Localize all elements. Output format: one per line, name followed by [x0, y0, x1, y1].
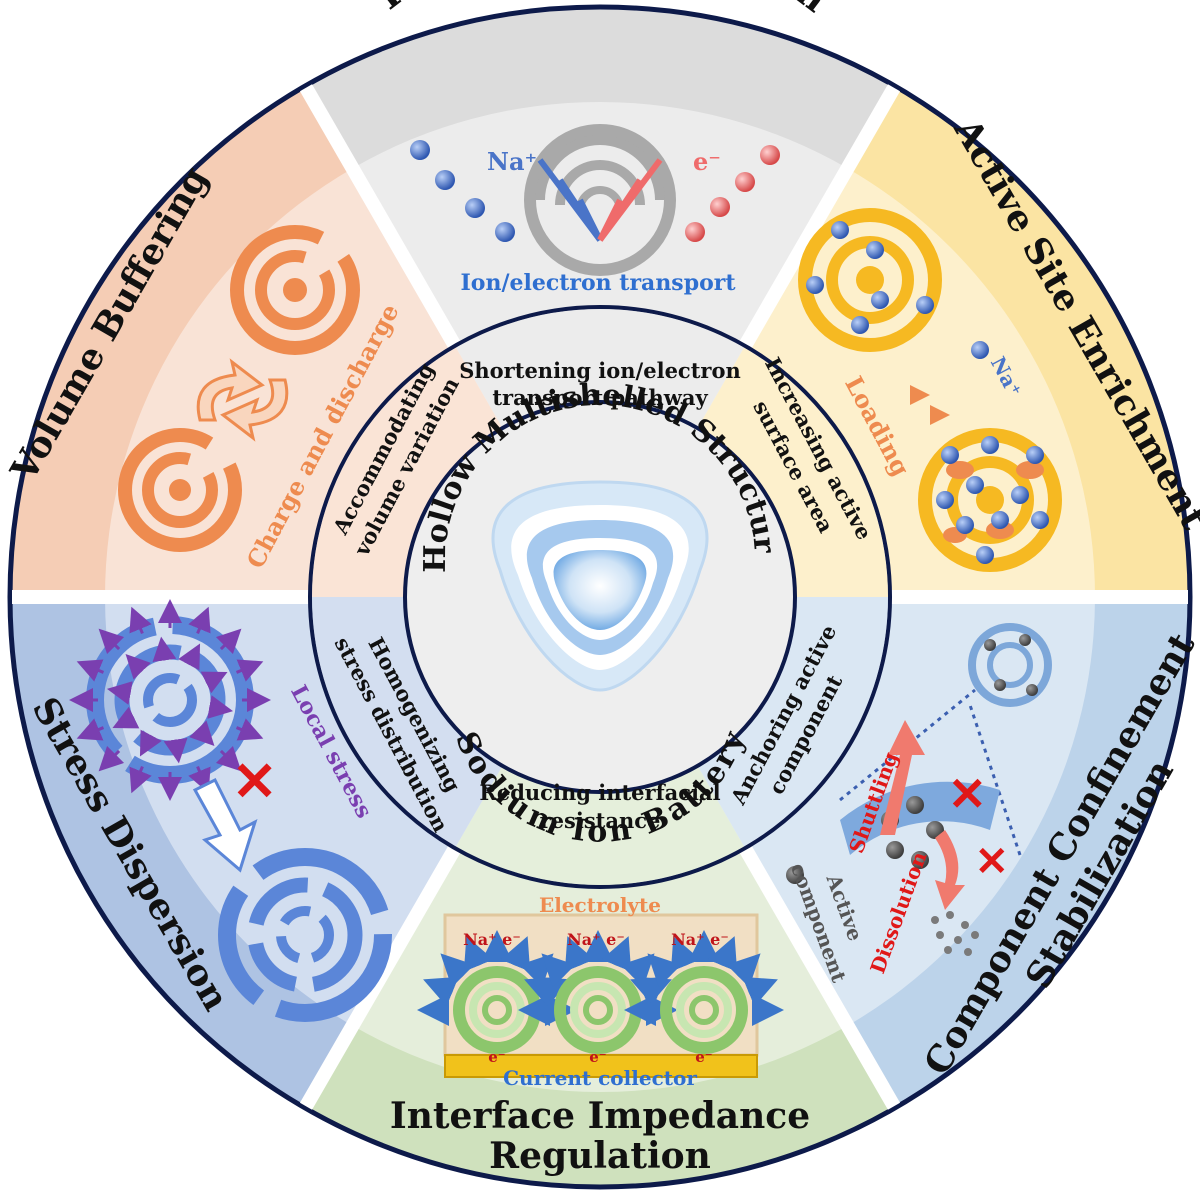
stress-arrow — [129, 606, 152, 635]
stress-arrow — [235, 718, 264, 741]
interface-na-e-1: Na⁺ e⁻ — [463, 930, 521, 949]
interface-collector-label: Current collector — [503, 1066, 697, 1090]
outer-outline — [7, 4, 1193, 1190]
stress-arrow — [76, 718, 105, 741]
interface-illustration: Electrolyte Current collector Na⁺ e⁻ Na⁺… — [417, 893, 784, 1090]
cross-dissolution: ✕ — [975, 838, 1009, 885]
stress-arrow-inner — [112, 706, 140, 729]
mid-transport-2: transport pathway — [492, 385, 708, 410]
mid-transport-1: Shortening ion/electron — [459, 358, 741, 383]
interface-e-1: e⁻ — [488, 1048, 505, 1066]
interface-transport-arrow — [463, 936, 494, 972]
divider-3 — [738, 844, 901, 1110]
interface-electrolyte-label: Electrolyte — [539, 893, 661, 917]
interface-particle-ring — [583, 995, 613, 1025]
transport-caption: Ion/electron transport — [460, 270, 736, 296]
stress-arrow-inner — [178, 643, 201, 671]
stress-arrow — [215, 628, 242, 655]
interface-particle-ring — [570, 982, 626, 1038]
stress-arrow-inner — [207, 695, 234, 719]
interface-particle-ring — [689, 995, 719, 1025]
interface-transport-arrow — [726, 953, 761, 988]
sector-transport — [305, 6, 895, 597]
stress-arrow — [76, 659, 105, 682]
interface-particle-ring — [660, 966, 748, 1054]
core-shells-illustration — [491, 480, 709, 692]
stress-arrow — [188, 606, 211, 635]
interface-na-e-2: Na⁺ e⁻ — [567, 930, 625, 949]
transport-illustration: Na⁺ e⁻ Ion/electron transport — [410, 124, 780, 296]
title-interface-1: Interface Impedance — [390, 1095, 810, 1137]
divider-0 — [299, 84, 462, 350]
transport-e-label: e⁻ — [693, 147, 721, 176]
interface-particle-ring — [676, 982, 732, 1038]
stress-cross: ✕ — [232, 749, 277, 813]
stress-arrow — [129, 765, 152, 794]
stress-arrow-inner — [106, 681, 133, 705]
mid-interface-2: resistance — [540, 808, 661, 833]
interface-transport-arrow — [620, 953, 655, 988]
interface-transport-arrow — [647, 953, 682, 988]
cross-shuttling: ✕ — [948, 767, 987, 821]
stress-arrow — [98, 745, 125, 772]
interface-transport-arrow — [564, 936, 595, 972]
stress-arrow — [235, 659, 264, 682]
interface-transport-arrow — [670, 936, 701, 972]
interface-transport-arrow — [541, 953, 576, 988]
interface-na-e-3: Na⁺ e⁻ — [671, 930, 729, 949]
transport-na-label: Na⁺ — [487, 147, 537, 176]
stress-illustration: ✕ Local stress — [69, 599, 392, 1022]
stress-arrow-inner — [139, 729, 162, 757]
divider-1 — [738, 84, 901, 350]
stress-arrow — [98, 628, 125, 655]
stress-arrow-inner — [152, 636, 177, 663]
interface-particle-ring — [482, 995, 512, 1025]
interface-e-3: e⁻ — [695, 1048, 712, 1066]
interface-transport-arrow — [742, 976, 778, 1007]
stress-arrow-inner — [189, 720, 215, 747]
interface-transport-arrow — [440, 953, 475, 988]
stress-arrow — [215, 745, 242, 772]
mid-interface-1: Reducing interfacial — [479, 780, 720, 805]
stress-arrow-inner — [200, 671, 228, 694]
stress-arrow-inner — [125, 653, 151, 680]
interface-e-2: e⁻ — [589, 1048, 606, 1066]
title-interface-2: Regulation — [489, 1135, 711, 1177]
stress-arrow-inner — [163, 737, 188, 764]
